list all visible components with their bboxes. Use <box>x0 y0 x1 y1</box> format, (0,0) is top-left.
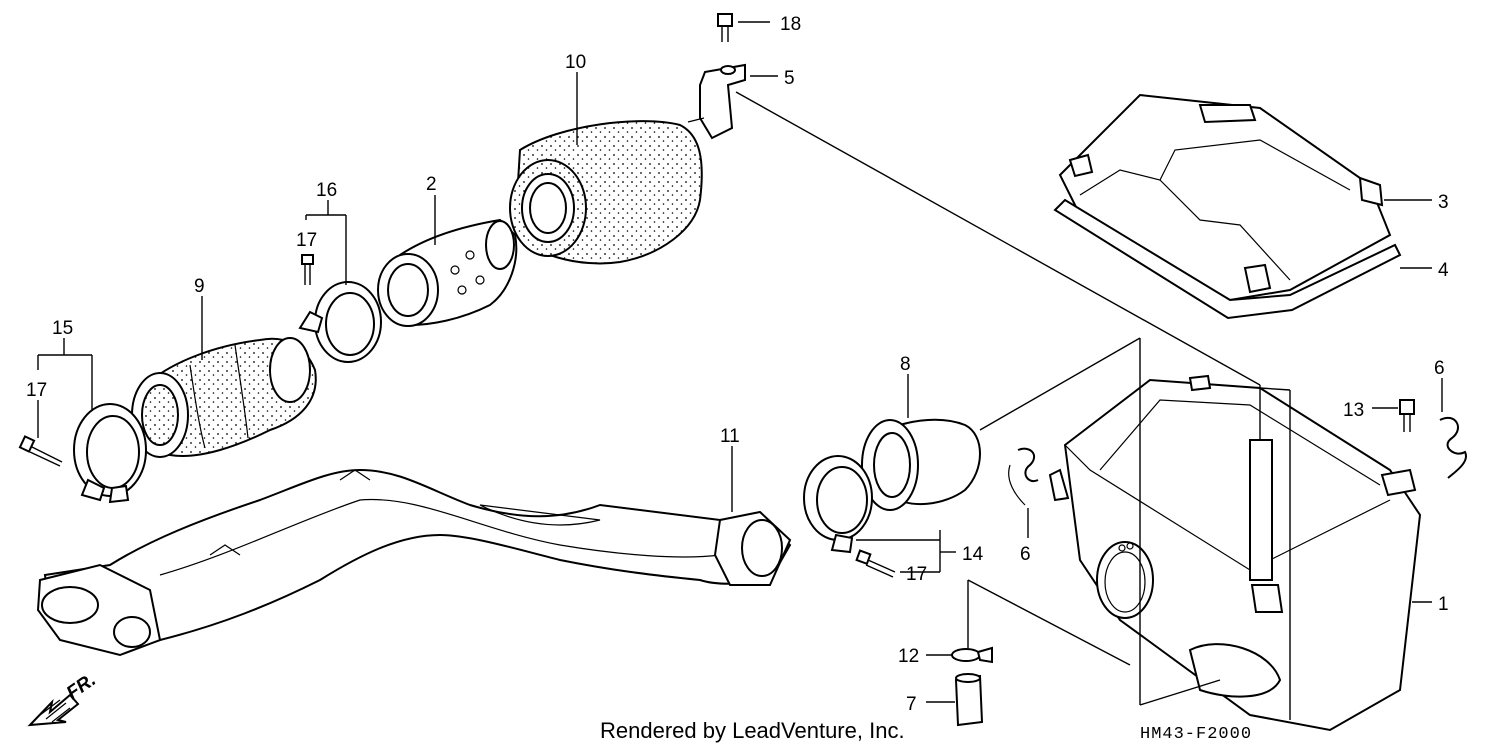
callout-13: 13 <box>1343 400 1364 421</box>
callout-16: 16 <box>316 180 337 201</box>
drain-tube-7 <box>954 673 984 727</box>
screw-17-left <box>18 435 63 467</box>
hose-clip-right <box>1439 417 1467 479</box>
callout-11: 11 <box>720 426 740 447</box>
callout-7: 7 <box>906 694 917 715</box>
callout-17-right: 17 <box>906 564 927 585</box>
callout-17-middle: 17 <box>296 230 317 251</box>
callout-5: 5 <box>784 68 795 89</box>
callout-10: 10 <box>565 52 586 73</box>
air-cleaner-cover <box>1058 93 1392 302</box>
stay-bracket <box>687 63 746 140</box>
screw-17-middle <box>301 254 314 285</box>
callout-2: 2 <box>426 174 437 195</box>
band-clamp-right <box>803 455 873 554</box>
air-cleaner-joint <box>377 218 518 327</box>
intake-tube <box>131 337 317 458</box>
callout-15: 15 <box>52 318 73 339</box>
drawing-code: HM43-F2000 <box>1140 725 1252 744</box>
screw-17-right <box>855 549 896 578</box>
callout-9: 9 <box>194 276 205 297</box>
credit-text: Rendered by LeadVenture, Inc. <box>600 718 905 743</box>
bolt-18 <box>717 13 733 42</box>
bolt-13 <box>1399 399 1415 432</box>
air-cleaner-case <box>1048 374 1422 732</box>
callout-3: 3 <box>1438 192 1449 213</box>
callout-6-right: 6 <box>1434 358 1445 379</box>
callout-14: 14 <box>962 544 984 565</box>
band-clamp-middle <box>298 281 382 363</box>
callout-12: 12 <box>898 646 919 667</box>
callout-4: 4 <box>1438 260 1449 281</box>
air-filter-element <box>509 120 703 265</box>
callout-8: 8 <box>900 354 911 375</box>
case-connecting-tube <box>861 418 981 511</box>
callout-18: 18 <box>780 14 801 35</box>
callout-17-left: 17 <box>26 380 47 401</box>
front-direction-arrow-icon <box>27 693 80 727</box>
hose-clip-left <box>1008 447 1039 506</box>
drain-clip-12 <box>951 646 993 664</box>
callout-6-left: 6 <box>1020 544 1031 565</box>
band-clamp-left <box>73 403 147 504</box>
callout-1: 1 <box>1438 594 1449 615</box>
cover-seal <box>1053 198 1402 320</box>
leader-lines <box>37 21 1443 720</box>
intake-duct <box>36 468 792 657</box>
